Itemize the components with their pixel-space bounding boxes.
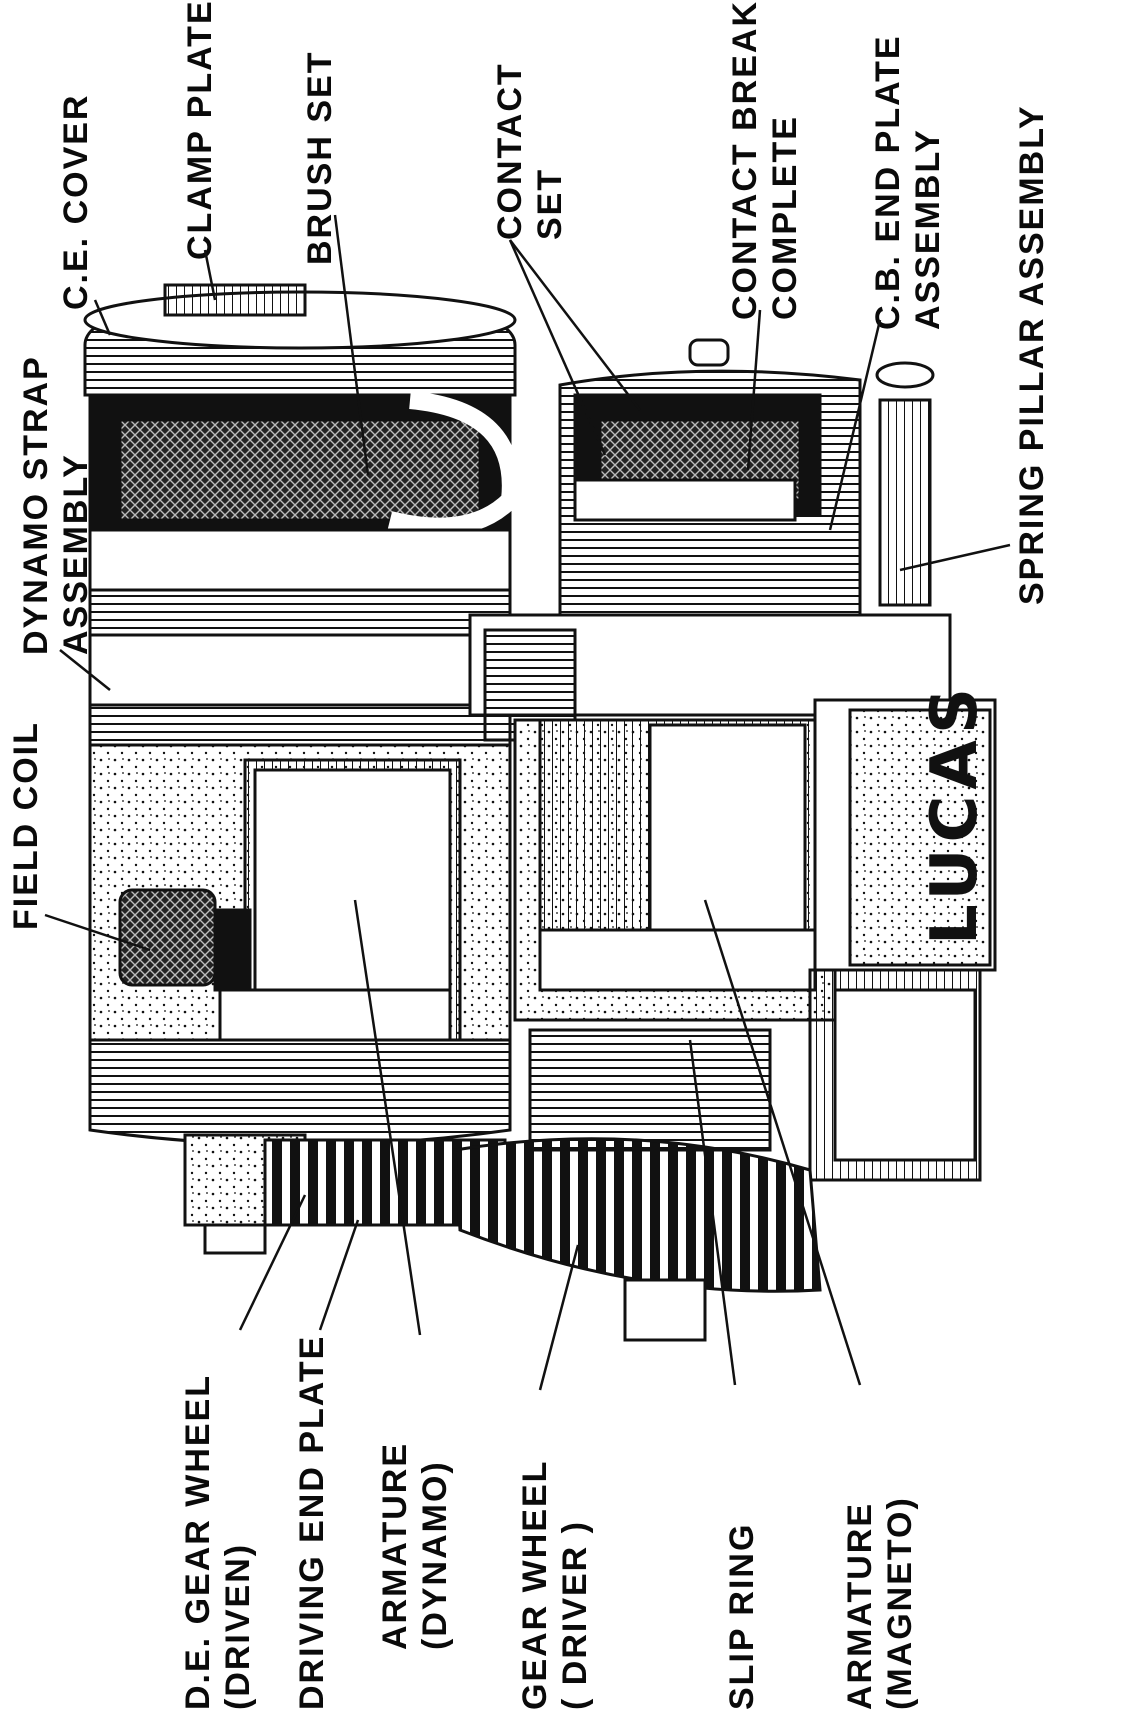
leader-de-gear — [238, 1194, 307, 1331]
leader-armature-magneto — [703, 899, 862, 1386]
magneto-body — [468, 338, 997, 1182]
leader-ce-cover — [93, 299, 112, 336]
leader-contact-set-a — [508, 239, 607, 456]
leader-contact-breaker — [746, 309, 762, 471]
leader-spring-pillar — [899, 543, 1011, 572]
leader-armature-dynamo — [353, 899, 422, 1336]
leader-dynamo-strap — [59, 649, 111, 691]
leader-gear-wheel — [538, 1244, 580, 1391]
leader-slip-ring — [688, 1039, 737, 1386]
leader-brush-set — [333, 214, 370, 476]
leader-driving-end — [318, 1219, 360, 1331]
leader-cb-end-plate — [828, 319, 882, 531]
dynamo-body — [83, 283, 520, 1147]
leader-field-coil — [44, 913, 151, 952]
leader-clamp-plate — [203, 249, 217, 301]
gear-train — [183, 1028, 822, 1342]
leader-contact-set-b — [509, 239, 641, 411]
